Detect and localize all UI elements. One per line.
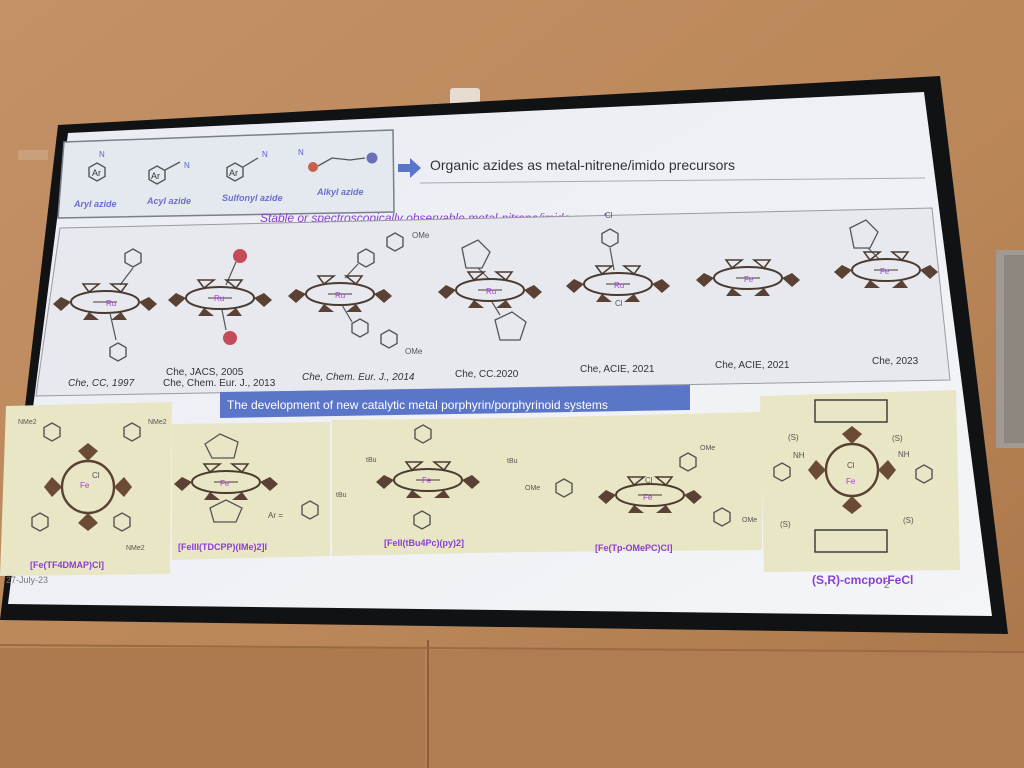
wall-panel-right: [430, 650, 1024, 768]
alkyl-n3: N: [298, 148, 304, 157]
acyl-ar: Ar: [151, 171, 160, 181]
catalyst-5-s-a: (S): [788, 433, 799, 442]
catalyst-4-label: [Fe(Tp-OMePC)Cl]: [595, 543, 673, 553]
catalyst-1-nme2-c: NMe2: [126, 545, 145, 552]
title-arrow: [398, 158, 421, 178]
wall-bracket: [450, 88, 480, 106]
complex-3-ome-bottom: OMe: [405, 347, 423, 356]
complex-5-ref: Che, ACIE, 2021: [580, 364, 655, 375]
catalyst-3-metal: Fe: [422, 476, 432, 485]
complex-4-ref: Che, CC.2020: [455, 369, 519, 380]
aryl-n3: N: [99, 150, 105, 159]
complex-5-cl-top: Cl: [605, 211, 613, 220]
complex-7-ref: Che, 2023: [872, 356, 919, 367]
complex-7: Fe Che, 2023: [833, 219, 939, 367]
complex-1-ref: Che, CC, 1997: [68, 378, 135, 389]
catalyst-4-metal: Fe: [643, 493, 653, 502]
catalyst-5-s-d: (S): [903, 516, 914, 525]
catalyst-3: Fe tBu tBu tBu [FeII(tBu4Pc)(py)2]: [332, 418, 520, 556]
catalyst-4: OMe Fe Cl OMe OMe [Fe(Tp-OMePC)Cl]: [520, 412, 762, 553]
title-rule: [419, 177, 926, 184]
catalyst-5-nh-b: NH: [898, 450, 910, 459]
catalyst-1-metal: Fe: [80, 481, 90, 490]
slide-page-number: 2: [884, 580, 890, 591]
acyl-azide-label: Acyl azide: [146, 196, 191, 206]
complex-5: Cl Ru Cl Che, ACIE, 2021: [565, 211, 671, 375]
catalyst-4-ome-top: OMe: [700, 445, 715, 452]
catalyst-5-s-c: (S): [780, 520, 791, 529]
complex-1-metal: Ru: [106, 299, 116, 308]
complex-3: OMe Ru OMe Che, Chem. Eur. J., 2014: [287, 231, 430, 383]
complex-7-metal: Fe: [880, 267, 890, 276]
sulfonyl-azide-label: Sulfonyl azide: [222, 193, 283, 203]
catalyst-5: Fe Cl (S) (S) (S) (S) NH NH: [760, 390, 960, 572]
complex-2-ref-2: Che, Chem. Eur. J., 2013: [163, 378, 276, 389]
sulfonyl-ar: Ar: [229, 168, 238, 178]
complex-6-metal: Fe: [744, 275, 754, 284]
acyl-n3: N: [184, 161, 190, 170]
complex-1: Ru Che, CC, 1997: [52, 248, 158, 389]
catalyst-5-label: (S,R)-cmcporFeCl: [812, 573, 913, 587]
complex-6-ref: Che, ACIE, 2021: [715, 360, 790, 371]
complex-2: Ru Che, JACS, 2005 Che, Chem. Eur. J., 2…: [163, 249, 276, 389]
catalyst-5-s-b: (S): [892, 434, 903, 443]
catalyst-4-ome-right: OMe: [742, 517, 757, 524]
catalyst-1-nme2-b: NMe2: [148, 419, 167, 426]
slide-title: Organic azides as metal-nitrene/imido pr…: [430, 157, 735, 173]
alkyl-azide-label: Alkyl azide: [316, 187, 364, 197]
complex-5-metal: Ru: [614, 281, 624, 290]
catalyst-3-tbu-c: tBu: [336, 492, 347, 499]
catalyst-1-label: [Fe(TF4DMAP)Cl]: [30, 560, 104, 570]
complex-3-ome-top: OMe: [412, 231, 430, 240]
catalyst-5-metal: Fe: [846, 477, 856, 486]
complex-4: Ru Che, CC.2020: [437, 239, 543, 380]
catalyst-5-nh-a: NH: [793, 451, 805, 460]
complex-3-metal: Ru: [335, 291, 345, 300]
wall-plate-left: [18, 150, 48, 160]
azide-panel: Ar N Aryl azide Ar N Acyl azide Ar N Sul…: [57, 129, 395, 219]
catalyst-1: Fe Cl NMe2 NMe2 NMe2 [Fe(TF4DMAP)Cl]: [0, 402, 172, 576]
wall-line: [0, 644, 1024, 653]
catalyst-3-tbu-b: tBu: [507, 458, 518, 465]
catalyst-3-label: [FeII(tBu4Pc)(py)2]: [384, 538, 464, 548]
catalyst-4-meo: OMe: [525, 485, 540, 492]
catalyst-3-tbu-a: tBu: [366, 457, 377, 464]
complex-4-metal: Ru: [486, 287, 496, 296]
catalyst-1-cl: Cl: [92, 471, 100, 480]
catalyst-5-cl: Cl: [847, 461, 855, 470]
sulfonyl-n3: N: [262, 150, 268, 159]
complex-6: Fe Che, ACIE, 2021: [695, 259, 801, 371]
catalyst-1-nme2-a: NMe2: [18, 419, 37, 426]
section-banner-text: The development of new catalytic metal p…: [227, 398, 608, 412]
catalyst-2-ar-eq: Ar =: [268, 511, 283, 520]
aryl-azide-label: Aryl azide: [73, 199, 117, 209]
speaker-shade: [1004, 255, 1024, 443]
complex-5-cl-bottom: Cl: [615, 299, 623, 308]
catalyst-2-label: [FeIII(TDCPP)(IMe)2]I: [178, 542, 267, 552]
complex-2-ref-1: Che, JACS, 2005: [166, 367, 244, 378]
catalyst-2-metal: Fe: [220, 479, 230, 488]
wall-panel-left: [0, 648, 425, 768]
slide-date: 27-July-23: [6, 575, 48, 585]
aryl-ar: Ar: [92, 168, 101, 178]
catalyst-2: Fe Ar = [FeIII(TDCPP)(IMe)2]I: [172, 422, 330, 560]
complex-3-ref: Che, Chem. Eur. J., 2014: [302, 372, 415, 383]
catalyst-4-cl: Cl: [645, 476, 653, 485]
section-banner: [220, 385, 690, 418]
complexes-panel: [35, 207, 951, 397]
complex-2-metal: Ru: [214, 294, 224, 303]
